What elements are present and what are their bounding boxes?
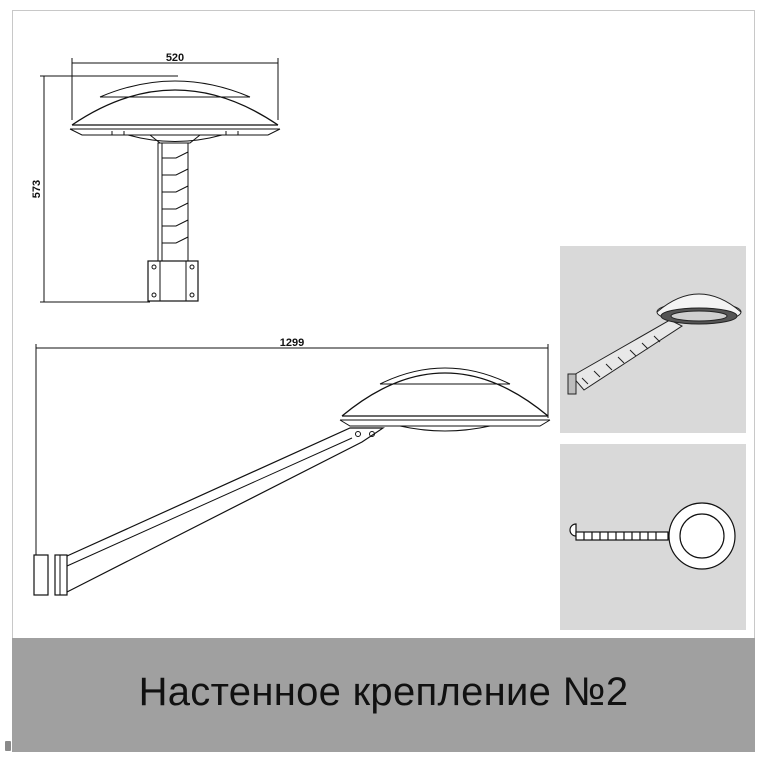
caption-bar: Настенное крепление №2 bbox=[12, 638, 755, 752]
front-view bbox=[40, 58, 281, 303]
caption-title: Настенное крепление №2 bbox=[138, 670, 629, 714]
render-top-view-panel bbox=[560, 444, 746, 630]
render-perspective-panel bbox=[560, 246, 746, 433]
perspective-render bbox=[567, 293, 742, 395]
corner-marker bbox=[5, 741, 11, 751]
side-view bbox=[33, 344, 551, 596]
top-view-render bbox=[569, 502, 736, 570]
